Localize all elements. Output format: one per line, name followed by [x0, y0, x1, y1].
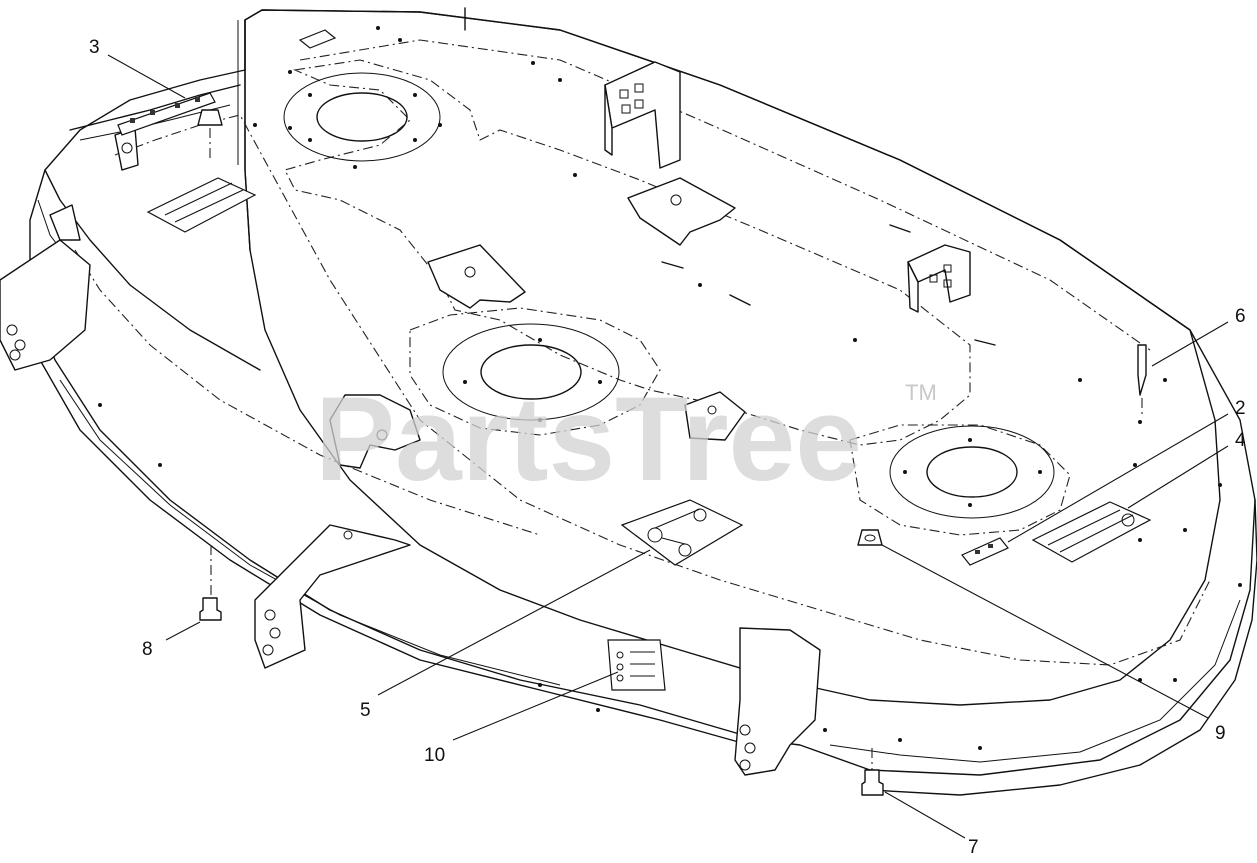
- bolt-7: [861, 748, 884, 796]
- front-left-hanger: [0, 204, 91, 371]
- rear-bracket-right: [907, 244, 971, 313]
- decal-4: [1031, 501, 1152, 563]
- flange-nut-9: [857, 529, 883, 546]
- decal-3: [117, 92, 216, 136]
- callout-3: 3: [89, 37, 100, 58]
- deck-top-plate: [74, 9, 1221, 706]
- callout-10: 10: [424, 745, 445, 766]
- callout-8: 8: [142, 639, 153, 660]
- callout-5: 5: [360, 700, 371, 721]
- callout-4: 4: [1235, 430, 1246, 451]
- callout-7: 7: [968, 837, 979, 858]
- watermark-text: PartsTree: [315, 372, 862, 506]
- top-mount-brackets: [427, 177, 746, 441]
- decal-10-height-chart: [607, 639, 666, 691]
- pin-6: [1137, 344, 1147, 415]
- decal-5-belt-routing: [620, 499, 744, 566]
- leader-lines: [107, 54, 1229, 839]
- decal-small-top: [298, 29, 337, 49]
- callout-6: 6: [1235, 306, 1246, 327]
- front-right-hanger: [734, 627, 821, 776]
- rear-left-hanger: [114, 127, 139, 171]
- decal-safety-top-left: [146, 177, 257, 233]
- mounting-holes: [73, 26, 1242, 750]
- front-center-hanger: [254, 524, 411, 669]
- flange-nut-top: [197, 109, 223, 162]
- deflector-bracket: [329, 394, 421, 469]
- carriage-bolt-8: [199, 545, 222, 621]
- decal-2: [961, 537, 1009, 566]
- surface-slots: [661, 224, 996, 346]
- watermark-trademark: TM: [905, 380, 937, 405]
- rear-bracket-left: [604, 61, 681, 169]
- spindle-openings: [283, 72, 1055, 519]
- callout-2: 2: [1235, 398, 1246, 419]
- callout-9: 9: [1215, 723, 1226, 744]
